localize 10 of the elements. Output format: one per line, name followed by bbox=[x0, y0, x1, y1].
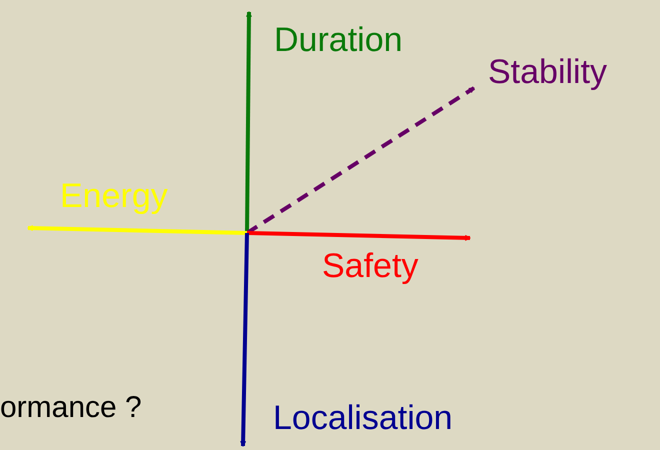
axis-label: Energy bbox=[60, 176, 169, 216]
text-fragment: ormance ? bbox=[0, 390, 142, 426]
arrow bbox=[240, 232, 249, 447]
axis-label: Safety bbox=[322, 246, 420, 286]
axis-label: Duration bbox=[274, 20, 404, 60]
arrow bbox=[27, 225, 248, 235]
axis-label: Stability bbox=[488, 52, 608, 92]
arrow bbox=[246, 231, 471, 241]
arrow bbox=[245, 11, 252, 234]
axis-label: Localisation bbox=[273, 398, 454, 438]
